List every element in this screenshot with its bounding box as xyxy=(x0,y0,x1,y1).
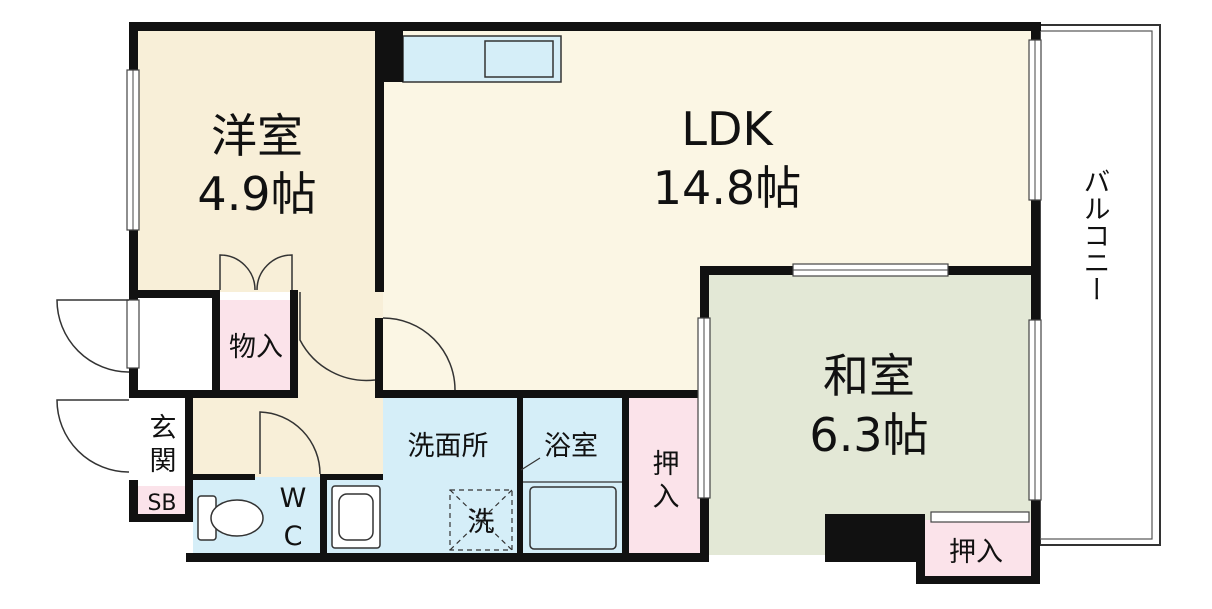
closet-mid-floor xyxy=(628,398,703,555)
japanese-room-name: 和室 xyxy=(823,349,915,403)
doors xyxy=(56,254,456,475)
corridor-floor xyxy=(193,392,383,477)
window-center-lines xyxy=(132,40,1036,500)
washroom-divider xyxy=(520,457,541,471)
entrance-label-2: 関 xyxy=(150,446,177,477)
kitchen-counter xyxy=(402,35,562,83)
closet-mid-label-1: 押 xyxy=(653,449,680,480)
washer-pan xyxy=(449,489,513,551)
closet-mid-label-2: 入 xyxy=(653,482,680,513)
japanese-room-size: 6.3帖 xyxy=(809,408,928,462)
western-room-floor xyxy=(137,30,377,292)
western-room-name: 洋室 xyxy=(211,109,303,163)
entrance-label-1: 玄 xyxy=(150,413,177,444)
japanese-room-floor xyxy=(708,273,1033,555)
bath-label: 浴室 xyxy=(544,431,598,462)
entrance-floor xyxy=(137,400,193,486)
shoebox-floor xyxy=(137,486,193,516)
storage-label: 物入 xyxy=(229,332,283,363)
storage-floor xyxy=(218,300,296,392)
toilet-label-1: W xyxy=(280,483,307,514)
washroom-floor xyxy=(383,398,521,555)
balcony xyxy=(1039,24,1161,546)
ldk-name: LDK xyxy=(681,102,774,156)
shoebox-label: SB xyxy=(147,491,176,516)
hall-floor xyxy=(296,292,383,392)
toilet-fixture xyxy=(197,495,264,541)
balcony-label: バルコニー xyxy=(1079,168,1110,303)
closet-right-floor xyxy=(922,520,1033,577)
toilet-label-2: C xyxy=(284,521,303,552)
ldk-size: 14.8帖 xyxy=(653,161,801,215)
closet-right-label: 押入 xyxy=(949,537,1003,568)
kitchen-sink xyxy=(484,40,554,78)
washer-label: 洗 xyxy=(468,507,495,538)
bathtub xyxy=(529,486,617,550)
western-room-size: 4.9帖 xyxy=(197,167,316,221)
washroom-label: 洗面所 xyxy=(408,431,489,462)
washbasin-fixture xyxy=(331,485,381,549)
